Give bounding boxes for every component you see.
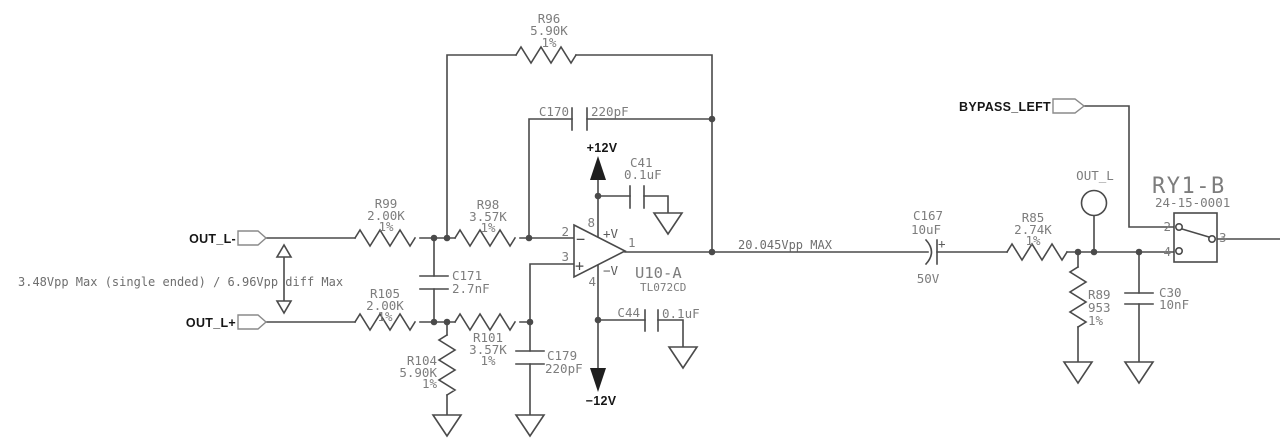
diff-dimension-arrow-icon bbox=[275, 243, 293, 315]
vminus-arrow-icon bbox=[590, 368, 606, 392]
vplus-rail-label: +12V bbox=[587, 141, 618, 155]
testpoint-out-l-icon bbox=[1080, 189, 1108, 217]
resistor-symbols bbox=[353, 45, 1088, 397]
c179-value-label: 220pF bbox=[545, 361, 583, 376]
testpoint-out-l-label: OUT_L bbox=[1076, 168, 1114, 183]
r99-tol-label: 1% bbox=[378, 219, 394, 234]
net-label-bypass-left: BYPASS_LEFT bbox=[959, 100, 1051, 114]
r105-ref-label: R105 bbox=[370, 286, 400, 301]
opamp-symbol bbox=[573, 223, 627, 279]
input-swing-note: 3.48Vpp Max (single ended) / 6.96Vpp dif… bbox=[18, 275, 343, 289]
opamp-pin3-label: 3 bbox=[561, 249, 569, 264]
vplus-arrow-icon bbox=[590, 156, 606, 180]
r85-ref-label: R85 bbox=[1022, 210, 1045, 225]
c41-value-label: 0.1uF bbox=[624, 167, 662, 182]
c167-value-label: 10uF bbox=[911, 222, 941, 237]
r98-tol-label: 1% bbox=[480, 220, 496, 235]
opamp-noninverting-sign: + bbox=[575, 257, 584, 275]
vminus-rail-label: −12V bbox=[586, 394, 617, 408]
relay-pin3-label: 3 bbox=[1219, 230, 1227, 245]
r105-value-label: 2.00K bbox=[366, 298, 404, 313]
r104-ref-label: R104 bbox=[407, 353, 437, 368]
relay-switch-arm bbox=[1181, 228, 1210, 238]
r101-tol-label: 1% bbox=[480, 353, 496, 368]
r101-value-label: 3.57K bbox=[469, 342, 507, 357]
opamp-pin4-label: 4 bbox=[588, 274, 596, 289]
r85-value-label: 2.74K bbox=[1014, 222, 1052, 237]
relay-pin4-contact bbox=[1175, 247, 1184, 256]
net-flag-out-l-minus bbox=[237, 230, 268, 246]
c171-ref-label: C171 bbox=[452, 268, 482, 283]
c170-value-label: 220pF bbox=[591, 104, 629, 119]
c30-value-label: 10nF bbox=[1159, 297, 1189, 312]
r89-ref-label: R89 bbox=[1088, 287, 1111, 302]
r104-tol-label: 1% bbox=[422, 376, 438, 391]
relay-pin2-contact bbox=[1175, 223, 1184, 232]
relay-pin2-label: 2 bbox=[1163, 219, 1171, 234]
r104-value-label: 5.90K bbox=[399, 365, 437, 380]
net-label-out-l-minus: OUT_L- bbox=[189, 232, 236, 246]
relay-pin3-contact bbox=[1208, 235, 1217, 244]
r89-tol-label: 1% bbox=[1088, 313, 1104, 328]
c170-ref-label: C170 bbox=[539, 104, 569, 119]
c167-polarity-sign: + bbox=[938, 236, 946, 251]
r96-tol-label: 1% bbox=[541, 35, 557, 50]
relay-ref-label: RY1-B bbox=[1152, 174, 1226, 199]
opamp-inverting-sign: − bbox=[576, 230, 585, 248]
opamp-vminus-pin-name: −V bbox=[603, 263, 619, 278]
junction-dots bbox=[430, 115, 1143, 326]
c171-value-label: 2.7nF bbox=[452, 281, 490, 296]
c30-ref-label: C30 bbox=[1159, 285, 1182, 300]
r98-value-label: 3.57K bbox=[469, 209, 507, 224]
r99-value-label: 2.00K bbox=[367, 208, 405, 223]
output-swing-note: 20.045Vpp MAX bbox=[738, 238, 833, 252]
c44-value-label: 0.1uF bbox=[662, 306, 700, 321]
net-flag-out-l-plus bbox=[237, 314, 268, 330]
r101-ref-label: R101 bbox=[473, 330, 503, 345]
c179-ref-label: C179 bbox=[547, 348, 577, 363]
r105-tol-label: 1% bbox=[377, 309, 393, 324]
capacitor-symbols bbox=[419, 107, 1154, 365]
r89-value-label: 953 bbox=[1088, 300, 1111, 315]
c167-ref-label: C167 bbox=[913, 208, 943, 223]
opamp-part-label: TL072CD bbox=[640, 281, 686, 294]
r85-tol-label: 1% bbox=[1025, 233, 1041, 248]
net-flag-bypass-left bbox=[1052, 98, 1086, 114]
relay-part-label: 24-15-0001 bbox=[1155, 195, 1230, 210]
net-label-out-l-plus: OUT_L+ bbox=[186, 316, 236, 330]
opamp-pin2-label: 2 bbox=[561, 224, 569, 239]
c41-ref-label: C41 bbox=[630, 155, 653, 170]
r98-ref-label: R98 bbox=[477, 197, 500, 212]
opamp-vplus-pin-name: +V bbox=[603, 226, 619, 241]
ground-symbols bbox=[431, 212, 1155, 438]
opamp-pin8-label: 8 bbox=[587, 215, 595, 230]
opamp-pin1-label: 1 bbox=[628, 235, 636, 250]
r99-ref-label: R99 bbox=[375, 196, 398, 211]
c167-voltage-label: 50V bbox=[917, 271, 940, 286]
opamp-ref-label: U10-A bbox=[635, 264, 682, 282]
c44-ref-label: C44 bbox=[617, 305, 640, 320]
r96-value-label: 5.90K bbox=[530, 23, 568, 38]
relay-pin4-label: 4 bbox=[1163, 244, 1171, 259]
polarized-cap-curved-plate bbox=[924, 238, 933, 266]
r96-ref-label: R96 bbox=[538, 11, 561, 26]
